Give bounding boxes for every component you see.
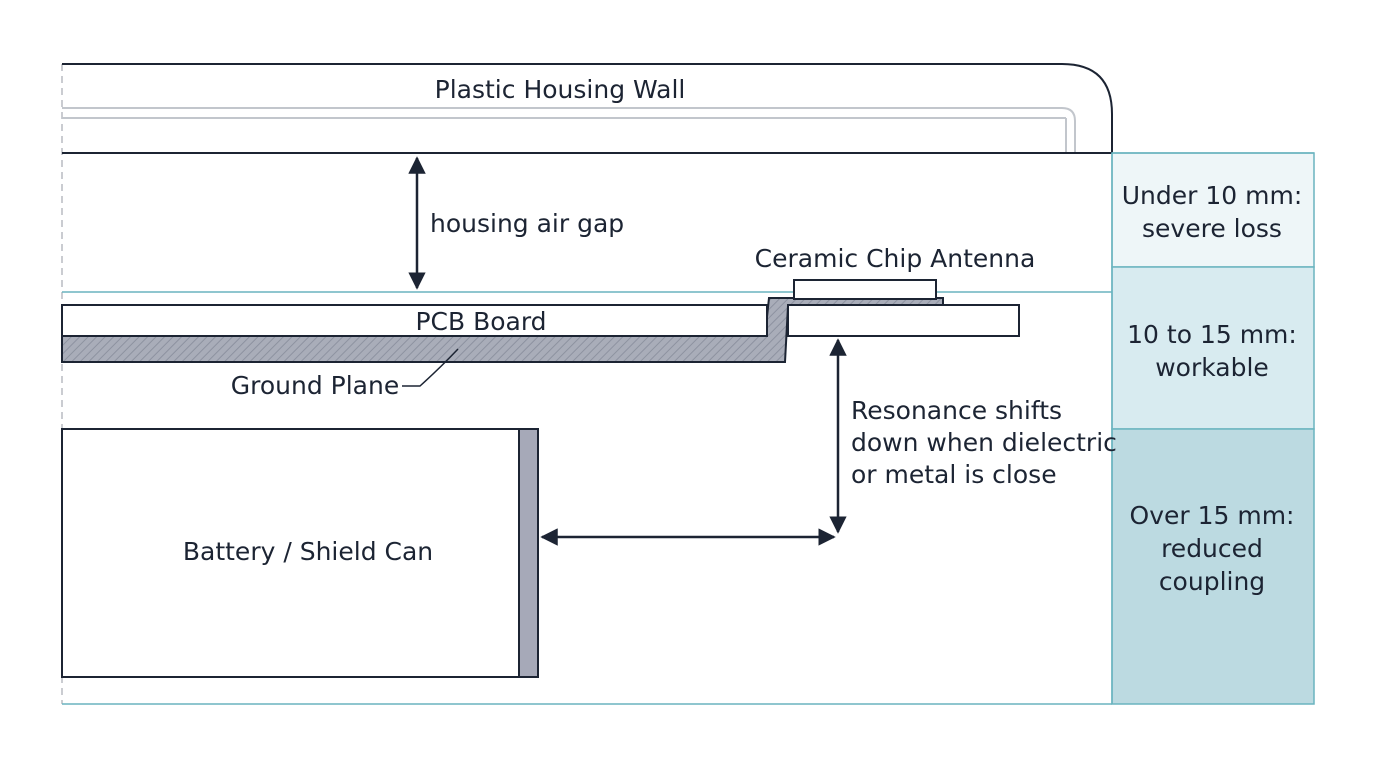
air-gap-label: housing air gap <box>430 209 624 238</box>
zone-1-bg <box>1111 152 1315 268</box>
pcb-board-label: PCB Board <box>415 307 546 336</box>
zone-1-line-1: Under 10 mm: <box>1122 181 1303 210</box>
resonance-line-2: down when dielectric <box>851 428 1117 457</box>
housing-wall-outer <box>62 63 1113 153</box>
zone-2-bg <box>1111 266 1315 430</box>
resonance-line-1: Resonance shifts <box>851 396 1062 425</box>
zone-3-line-1: Over 15 mm: <box>1130 501 1295 530</box>
zone-3-bg <box>1111 428 1315 705</box>
ground-plane-label: Ground Plane <box>231 371 399 400</box>
ceramic-chip-antenna <box>793 279 937 300</box>
zone-2-line-1: 10 to 15 mm: <box>1127 320 1297 349</box>
zone-1-line-2: severe loss <box>1142 214 1282 243</box>
housing-wall-inner <box>62 107 1076 153</box>
pcb-board-left <box>61 304 768 337</box>
housing-wall-label: Plastic Housing Wall <box>435 75 686 104</box>
pcb-board-right <box>787 304 1020 337</box>
ground-plane-leader <box>402 348 459 387</box>
zone-3-line-2: reduced <box>1161 534 1263 563</box>
zone-2-line-2: workable <box>1155 353 1269 382</box>
antenna-label: Ceramic Chip Antenna <box>755 244 1036 273</box>
zone-3-line-3: coupling <box>1159 567 1265 596</box>
resonance-line-3: or metal is close <box>851 460 1057 489</box>
battery-shield-can <box>61 428 520 678</box>
battery-label: Battery / Shield Can <box>183 537 433 566</box>
shield-can-edge <box>518 428 539 678</box>
